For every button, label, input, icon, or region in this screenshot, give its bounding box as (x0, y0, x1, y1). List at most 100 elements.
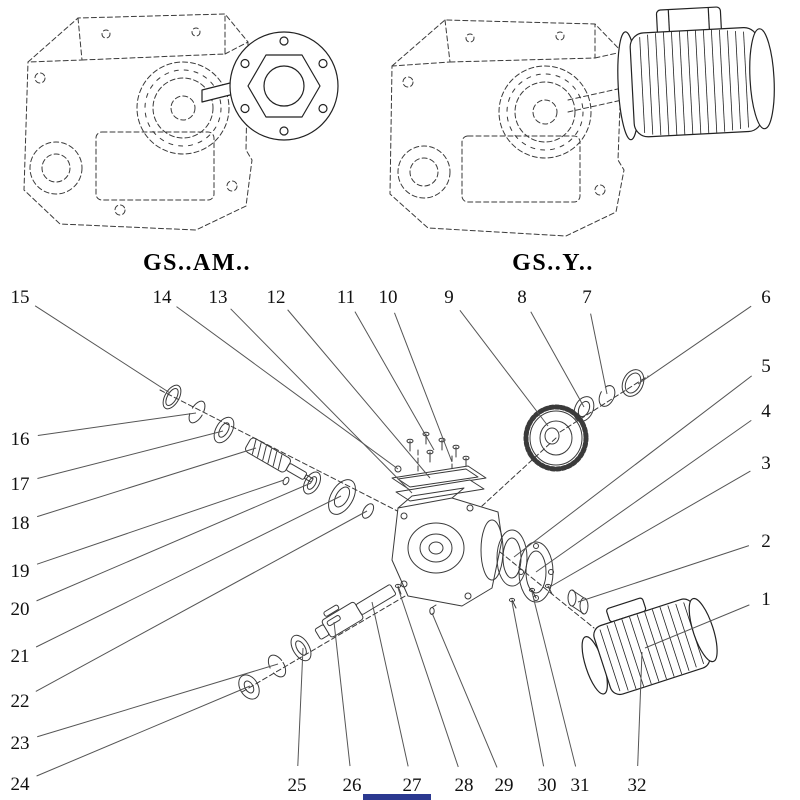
leader-line-9 (459, 310, 549, 427)
leader-line-10 (394, 312, 453, 463)
part-number-19: 19 (11, 561, 30, 582)
gearbox-gs-am-drawing (23, 13, 253, 231)
output-shaft (314, 584, 396, 640)
part-number-1: 1 (761, 589, 771, 610)
ring-axis-line (559, 375, 649, 433)
part-number-18: 18 (11, 513, 30, 534)
gear-end-ring (621, 369, 645, 397)
leader-line-17 (37, 430, 224, 480)
part-number-11: 11 (337, 287, 355, 308)
leader-line-11 (354, 311, 435, 451)
part-number-14: 14 (153, 287, 173, 308)
vent-plug (394, 465, 402, 473)
motor-gasket (496, 529, 528, 587)
part-number-2: 2 (761, 531, 771, 552)
motor-axis-line (499, 551, 595, 629)
cover-gasket (395, 479, 485, 502)
motor-drawing (617, 6, 775, 141)
motor-adapter-flange (518, 541, 554, 603)
leader-line-8 (530, 311, 585, 408)
leader-line-21 (35, 495, 342, 648)
part-number-24: 24 (11, 774, 31, 795)
output-circlip (267, 654, 287, 678)
coupling-sleeve (567, 589, 589, 615)
input-bearing (213, 416, 235, 444)
part-number-29: 29 (495, 775, 514, 796)
leader-line-15 (34, 305, 171, 394)
part-number-9: 9 (444, 287, 454, 308)
exploded-motor (581, 597, 718, 696)
housing-bolt-a (508, 597, 517, 609)
leader-line-13 (230, 308, 413, 494)
output-washer (238, 674, 260, 700)
worm-shaft (245, 437, 314, 483)
part-number-3: 3 (761, 453, 771, 474)
variant-label-gs-am: GS..AM.. (143, 250, 251, 276)
leader-line-16 (37, 412, 197, 436)
leader-line-23 (37, 663, 279, 738)
leader-line-28 (397, 587, 459, 768)
part-number-31: 31 (571, 775, 590, 796)
leader-line-27 (371, 601, 409, 767)
leader-line-29 (431, 612, 498, 768)
leader-line-18 (37, 447, 257, 518)
leader-line-31 (531, 591, 577, 767)
leader-line-3 (547, 470, 751, 589)
exploded-motor-fan-cover (688, 597, 718, 663)
output-bearing (290, 634, 312, 662)
motor-cooling-fins (639, 29, 749, 136)
part-number-20: 20 (11, 599, 30, 620)
leader-line-2 (577, 545, 750, 603)
spacer-ring (361, 503, 375, 519)
part-number-4: 4 (761, 401, 771, 422)
gearbox-gs-y-drawing (389, 19, 625, 237)
part-number-13: 13 (209, 287, 228, 308)
gear-circlip (598, 385, 616, 407)
flange-bore (263, 65, 305, 107)
leader-line-6 (637, 305, 752, 385)
oil-seal-disc (328, 479, 356, 515)
leader-line-24 (36, 685, 251, 777)
input-seal-ring (162, 384, 182, 410)
inspection-cover (391, 465, 487, 491)
leader-line-19 (36, 479, 285, 565)
output-flange-drawing (201, 31, 339, 141)
part-number-16: 16 (11, 429, 30, 450)
shaft-bolt (394, 583, 402, 595)
second-bearing (302, 471, 322, 495)
part-number-21: 21 (11, 646, 30, 667)
part-number-6: 6 (761, 287, 771, 308)
part-number-28: 28 (455, 775, 474, 796)
gear-washer (573, 396, 595, 422)
part-number-23: 23 (11, 733, 30, 754)
leader-line-5 (513, 375, 752, 558)
part-number-22: 22 (11, 691, 30, 712)
part-number-27: 27 (403, 775, 422, 796)
leader-line-22 (35, 510, 368, 692)
part-number-5: 5 (761, 356, 771, 377)
part-number-15: 15 (11, 287, 30, 308)
gear-axis-line (481, 437, 557, 507)
helical-gear (523, 404, 589, 472)
leader-line-20 (36, 482, 312, 602)
leader-line-7 (590, 313, 608, 395)
part-number-8: 8 (517, 287, 527, 308)
part-number-10: 10 (379, 287, 398, 308)
leader-line-12 (287, 309, 431, 479)
part-number-26: 26 (343, 775, 362, 796)
bottom-edge-artifact (363, 794, 431, 800)
leader-line-25 (297, 647, 304, 767)
leader-line-32 (637, 651, 643, 767)
part-number-12: 12 (267, 287, 286, 308)
leader-line-26 (333, 621, 351, 767)
variant-label-gs-y: GS..Y.. (512, 250, 594, 276)
housing-bolt-b (528, 587, 537, 599)
input-circlip (188, 400, 206, 424)
part-number-7: 7 (582, 287, 592, 308)
leader-line-14 (176, 306, 399, 470)
gear-housing (391, 487, 504, 607)
part-number-17: 17 (11, 474, 30, 495)
